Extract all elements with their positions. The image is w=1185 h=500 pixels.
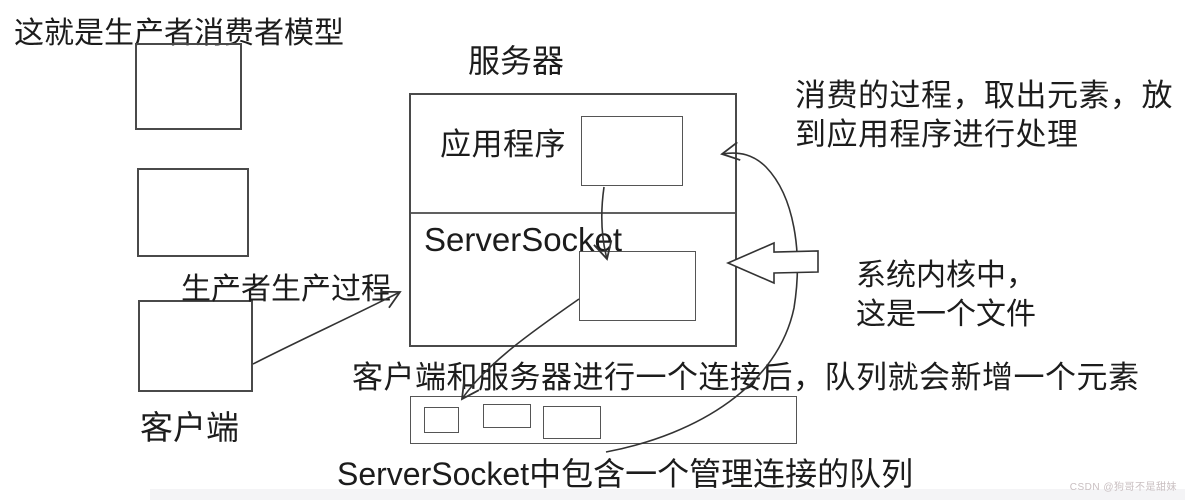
- consume-note-line1: 消费的过程，取出元素，放: [795, 78, 1173, 113]
- left-block-arrow-icon: [725, 241, 819, 285]
- consume-note-line2: 到应用程序进行处理: [795, 117, 1079, 152]
- queue-item-2: [483, 404, 531, 428]
- application-label: 应用程序: [440, 127, 566, 162]
- application-buffer-box: [581, 116, 683, 186]
- producer-process-label: 生产者生产过程: [181, 273, 391, 306]
- serversocket-buffer-box: [579, 251, 696, 321]
- kernel-note-line2: 这是一个文件: [856, 298, 1036, 331]
- client-box-3: [138, 300, 253, 392]
- footer-bar: [150, 489, 1185, 500]
- client-label: 客户端: [140, 409, 239, 446]
- queue-item-3: [543, 406, 601, 439]
- connect-note: 客户端和服务器进行一个连接后，队列就会新增一个元素: [352, 360, 1140, 395]
- kernel-note-line1: 系统内核中，: [856, 259, 1036, 292]
- queue-box: [410, 396, 797, 444]
- client-box-2: [137, 168, 249, 257]
- queue-note: ServerSocket中包含一个管理连接的队列: [337, 456, 914, 492]
- client-box-1: [135, 43, 242, 130]
- watermark-text: CSDN @狗哥不是甜妹: [1069, 482, 1177, 493]
- queue-item-1: [424, 407, 459, 433]
- server-label: 服务器: [468, 43, 565, 79]
